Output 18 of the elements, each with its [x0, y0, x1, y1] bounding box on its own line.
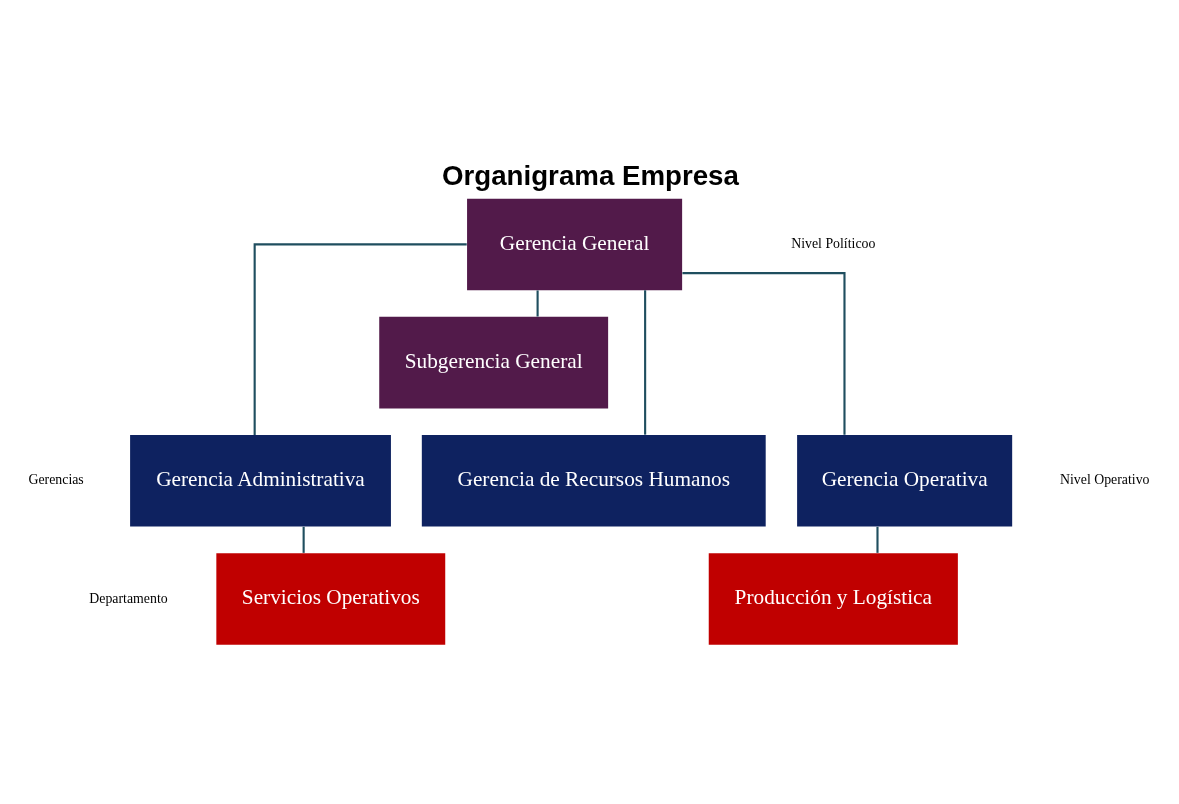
node-box: Gerencia Administrativa	[130, 435, 391, 527]
connector	[253, 243, 467, 435]
node-box: Producción y Logística	[708, 553, 958, 645]
connector	[876, 526, 879, 553]
connector	[644, 290, 647, 435]
label: Departamento	[89, 590, 168, 606]
connector	[302, 526, 305, 553]
node-box: Servicios Operativos	[216, 553, 446, 645]
label: Nivel Operativo	[1060, 472, 1150, 488]
node-box: Subgerencia General	[379, 316, 609, 409]
label: Gerencias	[28, 472, 84, 488]
connector	[536, 290, 539, 317]
label: Nivel Políticoo	[791, 236, 876, 252]
connector	[682, 272, 846, 435]
node-box: Gerencia Operativa	[797, 435, 1013, 527]
diagram-title: Organigrama Empresa	[442, 159, 739, 191]
node-box: Gerencia General	[467, 198, 683, 291]
node-box: Gerencia de Recursos Humanos	[421, 435, 766, 527]
